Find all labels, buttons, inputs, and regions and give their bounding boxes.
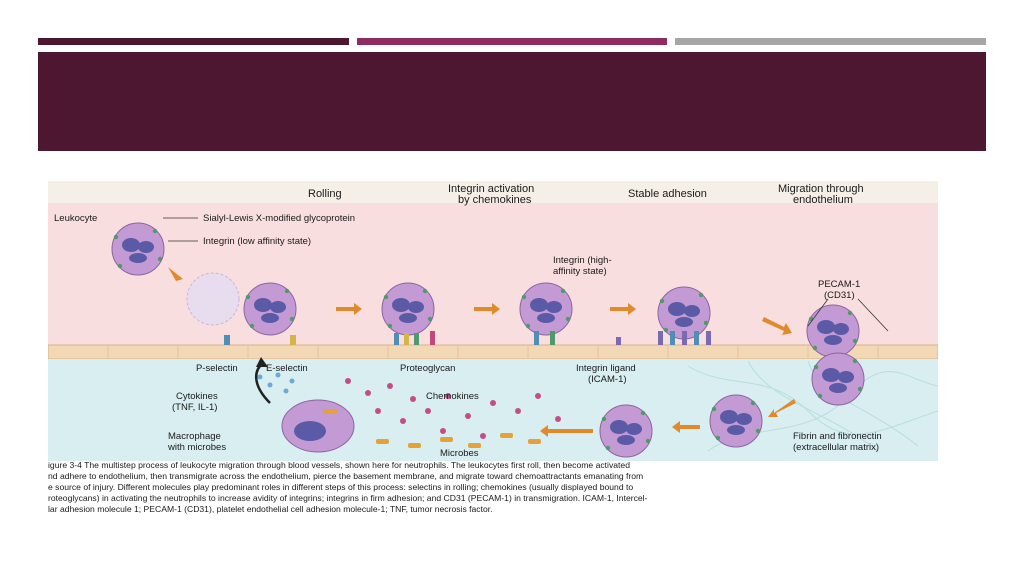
caption-line-4: roteoglycans) in activating the neutroph… xyxy=(48,493,648,503)
stage-rolling: Rolling xyxy=(308,188,342,200)
label-chemokines: Chemokines xyxy=(426,391,479,402)
transmigrating-cell-bottom xyxy=(811,352,865,406)
label-integrin-ligand-1: Integrin ligand xyxy=(576,363,636,374)
endothelial-cell-borders xyxy=(107,345,879,359)
vessel-lumen xyxy=(48,203,938,345)
activating-cell xyxy=(381,282,435,336)
leukocyte-migration-figure: Rolling Integrin activation by chemokine… xyxy=(47,181,939,521)
stage-integrin-activation-2: by chemokines xyxy=(458,194,532,206)
e-selectin-receptor xyxy=(290,335,296,345)
accent-bar-3 xyxy=(675,38,986,45)
tissue-region xyxy=(48,359,938,461)
label-integrin-ligand-2: (ICAM-1) xyxy=(588,374,627,385)
label-fibrin-1: Fibrin and fibronectin xyxy=(793,431,882,442)
migrating-cell xyxy=(709,394,763,448)
label-pecam-2: (CD31) xyxy=(824,290,855,301)
label-cytokines-1: Cytokines xyxy=(176,391,218,402)
label-proteoglycan: Proteoglycan xyxy=(400,363,455,374)
progression-arrows xyxy=(168,267,796,437)
label-pecam-1: PECAM-1 xyxy=(818,279,860,290)
ghost-cell xyxy=(186,272,240,326)
figure-svg: Rolling Integrin activation by chemokine… xyxy=(47,181,939,461)
stage-integrin-activation: Integrin activation xyxy=(448,183,534,195)
caption-line-1: igure 3-4 The multistep process of leuko… xyxy=(48,460,630,470)
cytokines-scatter xyxy=(257,372,295,394)
stage-migration-2: endothelium xyxy=(793,194,853,206)
caption-line-5: lar adhesion molecule 1; PECAM-1 (CD31),… xyxy=(48,504,493,514)
header-strip xyxy=(48,181,938,203)
caption-line-2: nd adhere to endothelium, then transmigr… xyxy=(48,471,644,481)
label-macrophage-2: with microbes xyxy=(167,442,226,453)
figure-caption: igure 3-4 The multistep process of leuko… xyxy=(48,460,938,515)
label-leukocyte: Leukocyte xyxy=(54,213,97,224)
engulfed-microbe xyxy=(323,409,337,414)
leukocyte-cell xyxy=(111,222,165,276)
transmigrating-cell-top xyxy=(806,304,860,358)
cytokine-arrowhead xyxy=(256,357,268,367)
icam-receptor xyxy=(616,337,621,345)
title-band xyxy=(38,52,986,151)
label-sialyl: Sialyl-Lewis X-modified glycoprotein xyxy=(203,213,355,224)
chemokines-scatter xyxy=(345,378,561,439)
adhesion-receptors xyxy=(394,331,711,345)
label-integrin-high-2: affinity state) xyxy=(553,266,607,277)
accent-bar-1 xyxy=(38,38,349,45)
microbes-scatter xyxy=(376,433,541,448)
label-cytokines-2: (TNF, IL-1) xyxy=(172,402,217,413)
label-integrin-low: Integrin (low affinity state) xyxy=(203,236,311,247)
label-integrin-high-1: Integrin (high- xyxy=(553,255,612,266)
label-microbes: Microbes xyxy=(440,448,479,459)
label-p-selectin: P-selectin xyxy=(196,363,238,374)
label-fibrin-2: (extracellular matrix) xyxy=(793,442,879,453)
label-e-selectin: E-selectin xyxy=(266,363,308,374)
label-macrophage-1: Macrophage xyxy=(168,431,221,442)
activated-cell xyxy=(519,282,573,336)
accent-bar-2 xyxy=(357,38,667,45)
tissue-cell xyxy=(599,404,653,458)
macrophage-nucleus xyxy=(294,421,326,441)
leader-lines xyxy=(163,217,889,332)
p-selectin-receptor xyxy=(224,335,230,345)
rolling-cell xyxy=(243,282,297,336)
stage-stable-adhesion: Stable adhesion xyxy=(628,188,707,200)
endothelium-layer xyxy=(47,344,939,360)
caption-line-3: e source of injury. Different molecules … xyxy=(48,482,634,492)
stage-migration: Migration through xyxy=(778,183,864,195)
